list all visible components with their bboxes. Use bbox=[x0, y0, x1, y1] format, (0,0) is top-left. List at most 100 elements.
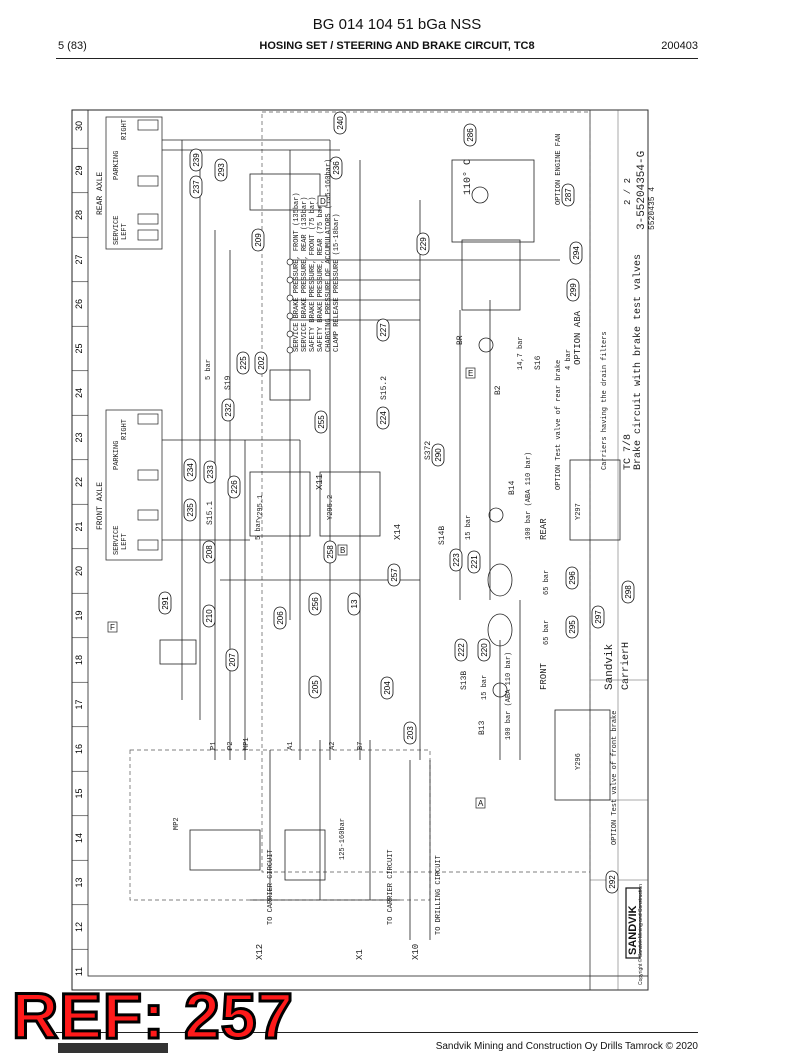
part-balloon: 224 bbox=[376, 406, 390, 430]
label-15-bar-b: 15 bar bbox=[481, 675, 489, 700]
document-id: BG 014 104 51 bGa NSS bbox=[312, 16, 482, 33]
part-balloon: 233 bbox=[203, 460, 217, 484]
svg-text:225: 225 bbox=[239, 356, 248, 370]
engine-fan-block bbox=[451, 159, 535, 243]
part-balloon: 257 bbox=[387, 563, 401, 587]
svg-text:236: 236 bbox=[332, 161, 341, 175]
label-right-rear: RIGHT bbox=[121, 119, 129, 140]
column-number: 29 bbox=[74, 165, 84, 175]
part-balloon: 223 bbox=[449, 548, 463, 572]
label-front: FRONT bbox=[539, 662, 549, 690]
label-x11: X11 bbox=[315, 474, 325, 490]
svg-text:286: 286 bbox=[466, 128, 475, 142]
title-dwg-no: 3-55204354-G bbox=[636, 151, 648, 230]
label-5-bar-a: 5 bar bbox=[255, 519, 263, 540]
label-rear: REAR bbox=[539, 518, 549, 540]
label-125-160-bar: 125-160bar bbox=[339, 818, 347, 860]
column-number: 17 bbox=[74, 699, 84, 709]
label-p1: P1 bbox=[210, 742, 218, 750]
gauge-label-4: SAFETY BRAKE PRESSURE, REAR (75 bar) bbox=[317, 201, 325, 352]
part-balloon: 234 bbox=[183, 458, 197, 482]
gauge-label-6: CLAMP RELEASE PRESSURE (15-18bar) bbox=[333, 213, 341, 352]
svg-text:295: 295 bbox=[568, 620, 577, 634]
title-model: TC 7/8 bbox=[622, 434, 634, 470]
label-temperature: 110° C bbox=[462, 159, 474, 195]
label-parking-rear: PARKING bbox=[113, 151, 121, 180]
svg-text:207: 207 bbox=[228, 653, 237, 667]
svg-text:206: 206 bbox=[276, 611, 285, 625]
label-5-bar-b: 5 bar bbox=[205, 359, 213, 380]
svg-text:292: 292 bbox=[608, 875, 617, 889]
label-parking-front: PARKING bbox=[113, 441, 121, 470]
part-balloon: 258 bbox=[323, 540, 337, 564]
svg-text:256: 256 bbox=[311, 597, 320, 611]
label-y296: Y296 bbox=[575, 753, 583, 770]
column-number: 25 bbox=[74, 343, 84, 353]
label-option-engine-fan: OPTION ENGINE FAN bbox=[555, 134, 563, 205]
svg-text:209: 209 bbox=[254, 233, 263, 247]
label-left-rear: LEFT bbox=[121, 223, 129, 240]
column-number: 24 bbox=[74, 388, 84, 398]
part-balloon: 237 bbox=[189, 175, 203, 199]
part-balloon: 227 bbox=[376, 318, 390, 342]
svg-text:296: 296 bbox=[568, 571, 577, 585]
part-balloon: 299 bbox=[566, 278, 580, 302]
column-number: 20 bbox=[74, 566, 84, 576]
box-f: F bbox=[110, 623, 115, 632]
column-number: 14 bbox=[74, 833, 84, 843]
part-balloon: 232 bbox=[221, 398, 235, 422]
svg-text:290: 290 bbox=[434, 448, 443, 462]
label-carrier-circuit-a: TO CARRIER CIRCUIT bbox=[267, 849, 275, 925]
label-y297: Y297 bbox=[575, 503, 583, 520]
part-balloon: 286 bbox=[463, 123, 477, 147]
svg-text:205: 205 bbox=[311, 680, 320, 694]
pressure-sensor-b14 bbox=[488, 507, 504, 523]
pressure-sensor-b2 bbox=[478, 337, 494, 353]
svg-text:208: 208 bbox=[205, 545, 214, 559]
part-balloon: 221 bbox=[467, 550, 481, 574]
column-number: 27 bbox=[74, 254, 84, 264]
part-balloon: 220 bbox=[477, 638, 491, 662]
part-balloon: 204 bbox=[380, 676, 394, 700]
part-balloon: 240 bbox=[333, 111, 347, 135]
label-100-bar-rear: 100 bar (ABA 110 bar) bbox=[525, 452, 533, 540]
svg-text:223: 223 bbox=[452, 553, 461, 567]
label-a2: A2 bbox=[329, 742, 337, 750]
label-s372: S372 bbox=[424, 441, 433, 460]
label-b13: B13 bbox=[478, 720, 487, 735]
column-number: 30 bbox=[74, 121, 84, 131]
label-front-axle: FRONT AXLE bbox=[96, 482, 105, 530]
part-balloon: 291 bbox=[158, 591, 172, 615]
column-number: 19 bbox=[74, 610, 84, 620]
part-balloon: 209 bbox=[251, 228, 265, 252]
part-balloon: 13 bbox=[347, 592, 361, 616]
svg-text:202: 202 bbox=[257, 356, 266, 370]
label-y295-2: Y295.2 bbox=[327, 495, 335, 520]
footer-copyright: Sandvik Mining and Construction Oy Drill… bbox=[435, 1041, 698, 1052]
front-axle-box bbox=[105, 409, 163, 561]
label-carrier-option: Carriers having the drain filters bbox=[601, 331, 609, 470]
part-balloon: 256 bbox=[308, 592, 322, 616]
column-number: 16 bbox=[74, 744, 84, 754]
label-14-7-bar: 14,7 bar bbox=[517, 336, 525, 370]
label-left-front: LEFT bbox=[121, 533, 129, 550]
part-balloon: 206 bbox=[273, 606, 287, 630]
charging-valve bbox=[284, 829, 326, 881]
accumulator-valves bbox=[189, 829, 261, 871]
column-number: 23 bbox=[74, 432, 84, 442]
label-15-bar-a: 15 bar bbox=[465, 515, 473, 540]
svg-text:227: 227 bbox=[379, 323, 388, 337]
label-b14: B14 bbox=[508, 480, 517, 495]
svg-text:224: 224 bbox=[379, 411, 388, 425]
part-balloon: 236 bbox=[329, 156, 343, 180]
part-balloon: 210 bbox=[202, 604, 216, 628]
valve-y297 bbox=[569, 459, 621, 541]
part-balloon: 298 bbox=[621, 580, 635, 604]
page-number: 5 (83) bbox=[58, 40, 87, 52]
reference-watermark: REF: 257 bbox=[11, 980, 295, 1052]
label-100-bar-front: 100 bar (ABA 110 bar) bbox=[505, 652, 513, 740]
label-br: BR bbox=[456, 335, 465, 345]
parking-valve-d bbox=[249, 173, 321, 211]
label-s15-1: S15.1 bbox=[206, 501, 215, 525]
